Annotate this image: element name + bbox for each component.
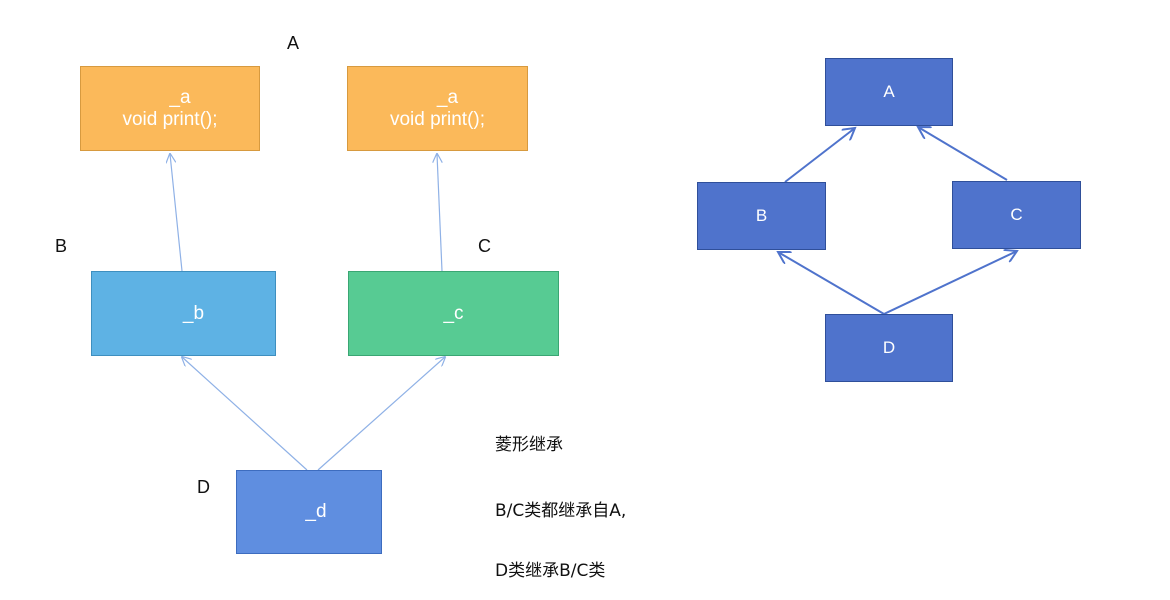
class-b-box: _b: [91, 271, 276, 356]
arrow-d-to-b: [182, 357, 308, 471]
label-a: A: [287, 33, 300, 53]
arrow-b-to-a: [170, 154, 183, 272]
node-a: A: [825, 58, 953, 126]
arrow-rb-to-ra: [784, 128, 855, 183]
class-a-method: void print();: [389, 108, 486, 130]
label-c: C: [478, 236, 491, 256]
arrow-d-to-c: [317, 357, 445, 471]
class-c-box: _c: [348, 271, 559, 356]
label-b: B: [55, 236, 68, 256]
class-a-box-right: _a void print();: [347, 66, 528, 151]
arrow-c-to-a: [437, 154, 443, 272]
note-d-inherit-bc: D类继承B/C类: [495, 561, 606, 581]
note-bc-inherit-a: B/C类都继承自A,: [495, 501, 627, 521]
class-a-method: void print();: [122, 108, 218, 130]
class-d-member: _d: [305, 501, 327, 522]
arrow-rd-to-rb: [778, 252, 885, 315]
class-d-box: _d: [236, 470, 382, 554]
arrow-rc-to-ra: [918, 127, 1008, 181]
arrow-rd-to-rc: [883, 251, 1017, 315]
node-c: C: [952, 181, 1081, 249]
class-a-member: _a: [169, 86, 191, 108]
class-a-member: _a: [436, 86, 459, 108]
class-a-box-left: _a void print();: [80, 66, 260, 151]
class-c-member: _c: [443, 302, 464, 324]
note-title: 菱形继承: [495, 435, 563, 455]
class-b-member: _b: [182, 302, 205, 324]
node-d: D: [825, 314, 953, 382]
label-d: D: [197, 477, 210, 497]
node-b: B: [697, 182, 826, 250]
